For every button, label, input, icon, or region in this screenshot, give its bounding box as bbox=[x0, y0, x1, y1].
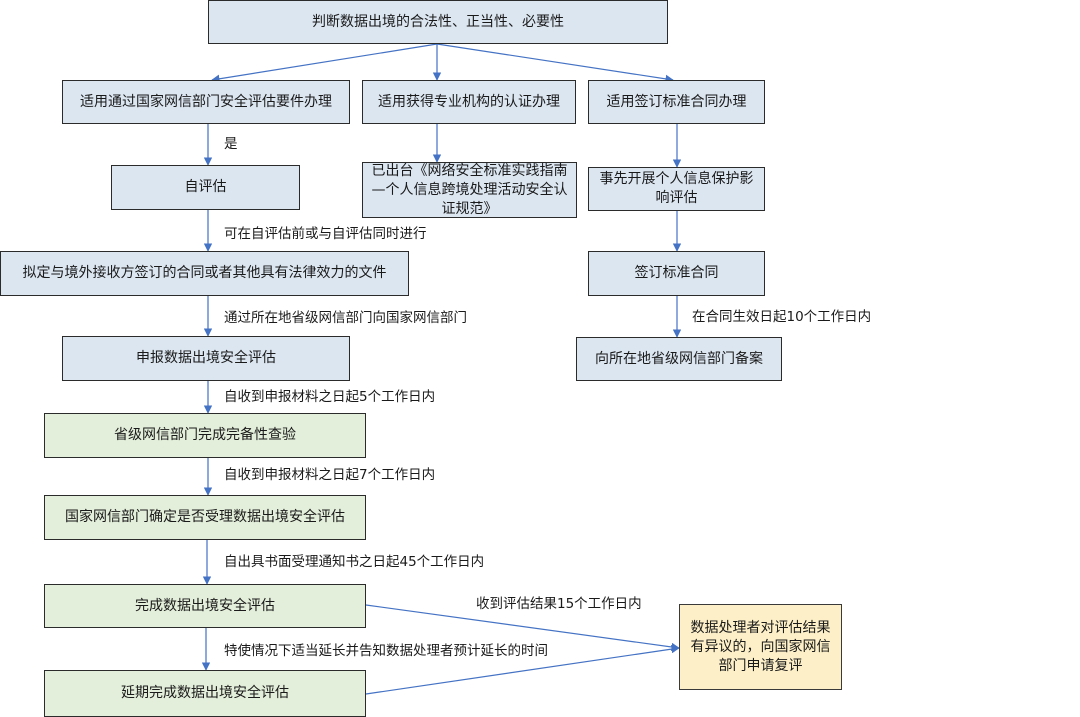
arrow-extend-eval-to-review bbox=[365, 644, 680, 695]
node-self-eval: 自评估 bbox=[111, 165, 300, 210]
node-sign-contract: 签订标准合同 bbox=[588, 251, 765, 296]
label-yes: 是 bbox=[224, 136, 238, 152]
node-cert-doc: 已出台《网络安全标准实践指南—个人信息跨境处理活动安全认证规范》 bbox=[362, 162, 577, 218]
node-apply: 申报数据出境安全评估 bbox=[62, 336, 350, 381]
node-complete-eval: 完成数据出境安全评估 bbox=[44, 584, 366, 628]
node-contract-doc: 拟定与境外接收方签订的合同或者其他具有法律效力的文件 bbox=[0, 251, 409, 296]
label-within-15-result: 收到评估结果15个工作日内 bbox=[476, 596, 642, 612]
label-before-or-with: 可在自评估前或与自评估同时进行 bbox=[224, 226, 427, 242]
label-special-extend: 特使情况下适当延长并告知数据处理者预计延长的时间 bbox=[224, 643, 548, 659]
label-within-5: 自收到申报材料之日起5个工作日内 bbox=[224, 389, 436, 405]
node-accept: 国家网信部门确定是否受理数据出境安全评估 bbox=[44, 495, 366, 540]
arrow-complete-eval-to-review bbox=[365, 604, 680, 652]
node-route-c: 适用签订标准合同办理 bbox=[588, 80, 765, 124]
node-completeness: 省级网信部门完成完备性查验 bbox=[44, 413, 366, 458]
label-via-provincial: 通过所在地省级网信部门向国家网信部门 bbox=[224, 310, 467, 326]
arrow-top-to-route-c bbox=[436, 43, 674, 84]
label-within-45: 自出具书面受理通知书之日起45个工作日内 bbox=[224, 554, 485, 570]
node-top: 判断数据出境的合法性、正当性、必要性 bbox=[208, 0, 668, 44]
node-route-b: 适用获得专业机构的认证办理 bbox=[362, 80, 576, 124]
label-within-7: 自收到申报材料之日起7个工作日内 bbox=[224, 467, 436, 483]
label-within-10-contract: 在合同生效日起10个工作日内 bbox=[692, 309, 872, 325]
node-route-a: 适用通过国家网信部门安全评估要件办理 bbox=[62, 80, 350, 124]
node-extend-eval: 延期完成数据出境安全评估 bbox=[44, 670, 366, 717]
node-review: 数据处理者对评估结果有异议的，向国家网信部门申请复评 bbox=[679, 604, 842, 690]
node-filing: 向所在地省级网信部门备案 bbox=[576, 337, 782, 381]
node-pia: 事先开展个人信息保护影响评估 bbox=[588, 167, 765, 211]
arrow-top-to-route-a bbox=[211, 43, 438, 83]
